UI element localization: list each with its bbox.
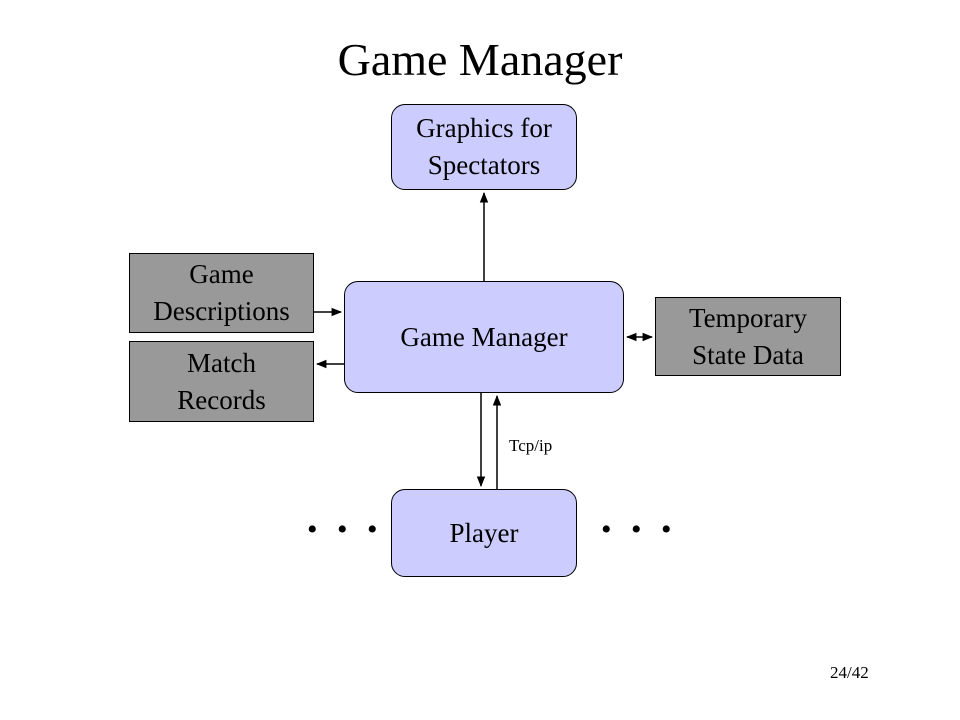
node-graphics-for-spectators: Graphics for Spectators [391, 104, 577, 190]
ellipsis-left: • • • [307, 513, 384, 546]
edge-label-tcp-ip: Tcp/ip [509, 436, 553, 455]
node-match-records: Match Records [129, 341, 314, 422]
node-label-line: Game Manager [400, 321, 568, 352]
node-label-line: Records [177, 384, 266, 415]
node-label-line: State Data [692, 339, 804, 370]
node-temporary-state-data: Temporary State Data [655, 297, 841, 376]
node-label-line: Descriptions [153, 296, 290, 326]
node-label-line: Temporary [688, 302, 808, 333]
slide-title: Game Manager [337, 34, 623, 85]
node-label-line: Match [187, 347, 256, 378]
node-label-line: Player [449, 517, 519, 548]
page-number: 24/42 [830, 663, 869, 682]
node-game-descriptions: Game Descriptions [129, 253, 314, 333]
node-game-manager: Game Manager [344, 281, 624, 393]
node-label-line: Graphics for [416, 113, 552, 143]
node-label-line: Game [189, 259, 254, 289]
ellipsis-right: • • • [601, 513, 678, 546]
node-player: Player [391, 489, 577, 577]
node-label-line: Spectators [427, 150, 541, 180]
